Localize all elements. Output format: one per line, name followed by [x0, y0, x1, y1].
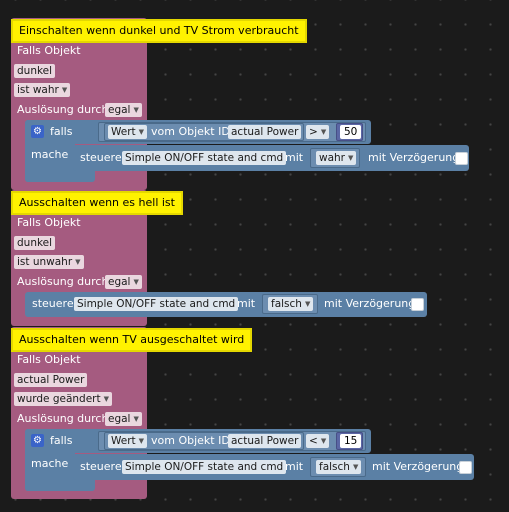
falls-objekt-label: Falls Objekt [17, 216, 81, 229]
wert-dropdown[interactable]: Wert▼ [108, 434, 148, 448]
mache-label: mache [31, 148, 69, 161]
falls-label: falls [50, 434, 73, 447]
value-dropdown[interactable]: falsch▼ [268, 297, 314, 311]
condition-dropdown-text: ist unwahr [17, 256, 73, 268]
verzoegerung-label: mit Verzögerung [372, 460, 464, 473]
verzoegerung-checkbox[interactable] [455, 152, 468, 165]
ausloesung-label: Auslösung durch [17, 103, 109, 116]
target-text: Simple ON/OFF state and cmd [125, 461, 284, 473]
operator-dropdown[interactable]: <▼ [306, 434, 330, 448]
mit-label: mit [237, 297, 256, 310]
falls-objekt-label: Falls Objekt [17, 353, 81, 366]
value-dropdown[interactable]: falsch▼ [316, 460, 362, 474]
ausloesung-dropdown[interactable]: egal▼ [105, 275, 142, 289]
object-id-field[interactable]: actual Power [228, 434, 302, 448]
condition-dropdown[interactable]: ist wahr▼ [14, 83, 71, 97]
verzoegerung-label: mit Verzögerung [324, 297, 416, 310]
if-block-bottom [25, 479, 95, 491]
chevron-down-icon: ▼ [103, 395, 110, 403]
target-field[interactable]: Simple ON/OFF state and cmd [122, 151, 287, 165]
object-id-text: actual Power [231, 126, 299, 138]
target-field[interactable]: Simple ON/OFF state and cmd [74, 297, 239, 311]
object-field[interactable]: dunkel [14, 236, 56, 250]
condition-dropdown[interactable]: ist unwahr▼ [14, 255, 84, 269]
object-field-text: actual Power [17, 374, 85, 386]
chevron-down-icon: ▼ [61, 86, 68, 94]
chevron-down-icon: ▼ [348, 154, 354, 162]
comment-block-1[interactable]: Einschalten wenn dunkel und TV Strom ver… [11, 19, 307, 43]
verzoegerung-label: mit Verzögerung [368, 151, 460, 164]
value-dropdown-text: wahr [319, 152, 345, 164]
chevron-down-icon: ▼ [320, 128, 327, 136]
wert-dropdown[interactable]: Wert▼ [108, 125, 148, 139]
ausloesung-dropdown-text: egal [108, 104, 131, 116]
ausloesung-label: Auslösung durch [17, 275, 109, 288]
condition-dropdown[interactable]: wurde geändert▼ [14, 392, 113, 406]
value-dropdown[interactable]: wahr▼ [316, 151, 357, 165]
operator-text: < [309, 435, 318, 447]
falls-objekt-label: Falls Objekt [17, 44, 81, 57]
verzoegerung-checkbox[interactable] [459, 461, 472, 474]
if-block-bottom [25, 170, 95, 182]
object-field-text: dunkel [17, 237, 53, 249]
object-id-field[interactable]: actual Power [228, 125, 302, 139]
chevron-down-icon: ▼ [304, 300, 311, 308]
target-text: Simple ON/OFF state and cmd [125, 152, 284, 164]
ausloesung-label: Auslösung durch [17, 412, 109, 425]
comment-block-2[interactable]: Ausschalten wenn es hell ist [11, 191, 183, 215]
steuere-label: steuere [80, 151, 122, 164]
number-field[interactable]: 50 [340, 125, 362, 139]
chevron-down-icon: ▼ [138, 128, 145, 136]
vom-objekt-label: vom Objekt ID [151, 434, 230, 447]
chevron-down-icon: ▼ [133, 106, 139, 114]
target-field[interactable]: Simple ON/OFF state and cmd [122, 460, 287, 474]
target-text: Simple ON/OFF state and cmd [77, 298, 236, 310]
vom-objekt-label: vom Objekt ID [151, 125, 230, 138]
value-dropdown-text: falsch [271, 298, 302, 310]
mache-label: mache [31, 457, 69, 470]
object-field[interactable]: actual Power [14, 373, 88, 387]
chevron-down-icon: ▼ [75, 258, 81, 266]
chevron-down-icon: ▼ [133, 415, 139, 423]
object-id-text: actual Power [231, 435, 299, 447]
condition-dropdown-text: ist wahr [17, 84, 59, 96]
object-field-text: dunkel [17, 65, 53, 77]
verzoegerung-checkbox[interactable] [411, 298, 424, 311]
steuere-label: steuere [32, 297, 74, 310]
gear-icon[interactable]: ⚙ [31, 125, 44, 138]
comment-block-3[interactable]: Ausschalten wenn TV ausgeschaltet wird [11, 328, 253, 352]
operator-dropdown[interactable]: >▼ [306, 125, 330, 139]
chevron-down-icon: ▼ [138, 437, 145, 445]
chevron-down-icon: ▼ [352, 463, 359, 471]
object-field[interactable]: dunkel [14, 64, 56, 78]
wert-dropdown-text: Wert [111, 126, 136, 138]
ausloesung-dropdown[interactable]: egal▼ [105, 412, 142, 426]
chevron-down-icon: ▼ [133, 278, 139, 286]
chevron-down-icon: ▼ [320, 437, 327, 445]
mit-label: mit [285, 460, 304, 473]
condition-dropdown-text: wurde geändert [17, 393, 101, 405]
ausloesung-dropdown[interactable]: egal▼ [105, 103, 142, 117]
wert-dropdown-text: Wert [111, 435, 136, 447]
steuere-label: steuere [80, 460, 122, 473]
ausloesung-dropdown-text: egal [108, 413, 131, 425]
ausloesung-dropdown-text: egal [108, 276, 131, 288]
operator-text: > [309, 126, 318, 138]
falls-label: falls [50, 125, 73, 138]
value-dropdown-text: falsch [319, 461, 350, 473]
number-field[interactable]: 15 [340, 434, 362, 448]
gear-icon[interactable]: ⚙ [31, 434, 44, 447]
mit-label: mit [285, 151, 304, 164]
